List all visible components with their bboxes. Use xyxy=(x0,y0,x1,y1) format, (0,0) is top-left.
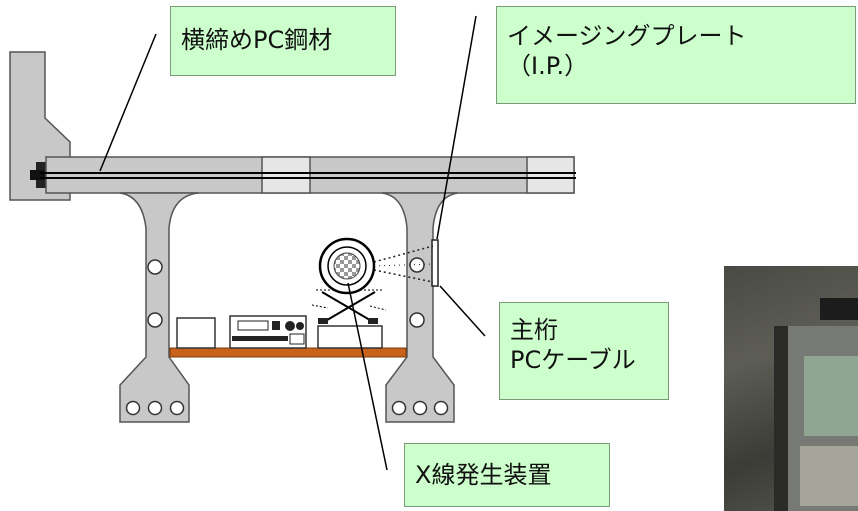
left-girder xyxy=(119,192,199,423)
equipment-photo xyxy=(724,266,858,511)
imaging-plate xyxy=(431,239,439,287)
pc-cable-duct xyxy=(412,400,428,416)
leader-line xyxy=(439,285,486,337)
work-floor xyxy=(169,347,407,358)
deck-joint-2 xyxy=(526,156,575,194)
deck-joint-1 xyxy=(261,156,311,194)
leader-line xyxy=(436,15,477,240)
pc-cable-duct xyxy=(169,400,185,416)
pc-cable-duct xyxy=(147,312,163,328)
xray-beam xyxy=(373,245,434,283)
callout-imaging-plate: イメージングプレート （I.P.） xyxy=(496,6,856,104)
callout-pc-steel: 横締めPC鋼材 xyxy=(170,6,396,76)
equipment-box xyxy=(317,325,383,349)
pc-cable-duct xyxy=(147,259,163,275)
callout-main-girder: 主桁 PCケーブル xyxy=(499,302,669,400)
leader-line xyxy=(99,33,157,172)
pc-cable-duct xyxy=(125,400,141,416)
right-girder xyxy=(381,192,459,423)
leader-line xyxy=(347,282,388,471)
pc-cable-duct xyxy=(147,400,163,416)
pc-cable-duct xyxy=(409,257,425,273)
callout-xray-generator: X線発生装置 xyxy=(404,443,610,507)
anchor-head xyxy=(30,170,52,180)
equipment-box xyxy=(176,317,216,349)
pc-cable-duct xyxy=(433,400,449,416)
pc-cable-duct xyxy=(409,312,425,328)
pc-cable-duct xyxy=(391,400,407,416)
xray-generator xyxy=(311,237,387,324)
